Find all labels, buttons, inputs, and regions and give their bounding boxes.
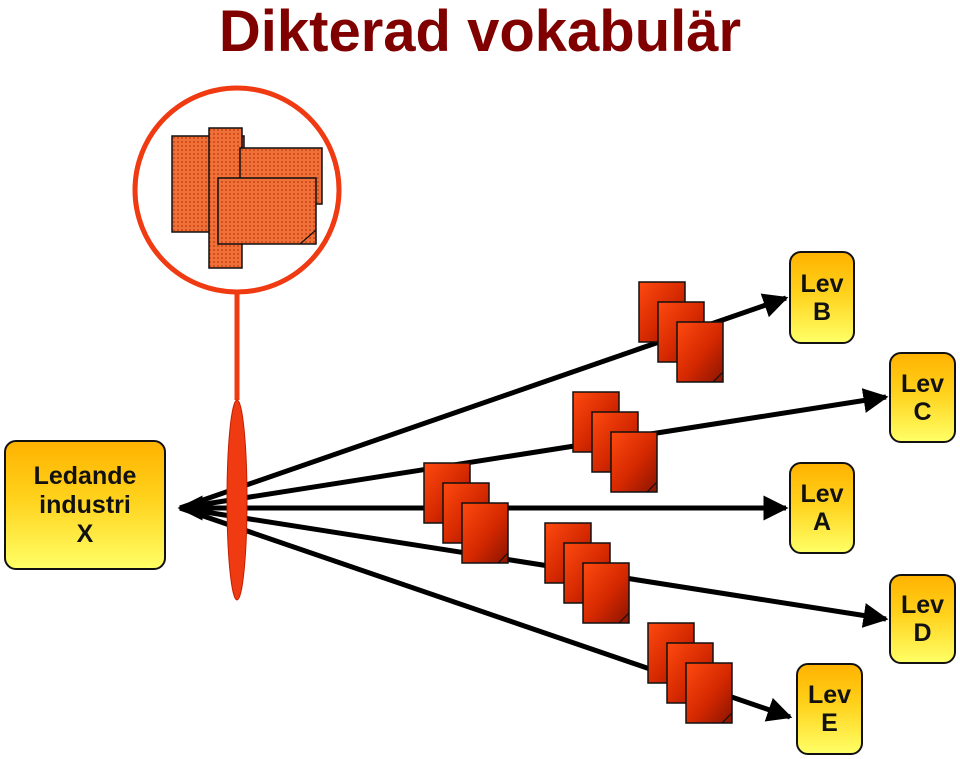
vocabulary-documents-icon — [171, 127, 323, 269]
supplier-e-label: Lev — [807, 681, 852, 709]
supplier-box-b: Lev B — [789, 251, 855, 344]
arrow-to-lev-d — [179, 505, 889, 628]
supplier-c-label: Lev — [900, 369, 945, 398]
doc-stack-c — [573, 392, 657, 492]
arrows — [177, 293, 889, 722]
supplier-b-label: Lev — [800, 269, 844, 298]
supplier-box-e: Lev E — [796, 663, 863, 755]
vocabulary-filter — [226, 399, 248, 601]
supplier-d-label: Lev — [900, 591, 945, 619]
supplier-c-id: C — [913, 397, 932, 426]
source-line-3: X — [76, 519, 94, 548]
doc-stack-b — [639, 282, 723, 382]
doc-stack-e — [648, 623, 732, 723]
supplier-a-label: Lev — [800, 480, 844, 508]
supplier-box-a: Lev A — [789, 462, 855, 554]
supplier-d-id: D — [913, 619, 932, 647]
supplier-e-id: E — [821, 709, 838, 737]
supplier-box-d: Lev D — [889, 574, 956, 664]
arrow-to-lev-c — [179, 388, 889, 511]
supplier-a-id: A — [812, 508, 832, 536]
source-line-1: Ledande — [33, 461, 137, 490]
page-title: Dikterad vokabulär — [218, 0, 742, 64]
supplier-b-id: B — [812, 297, 832, 326]
source-line-2: industri — [39, 490, 131, 519]
doc-stack-d — [545, 523, 629, 623]
supplier-box-c: Lev C — [889, 352, 956, 443]
source-box-ledande-industri: Ledande industri X — [4, 440, 166, 570]
